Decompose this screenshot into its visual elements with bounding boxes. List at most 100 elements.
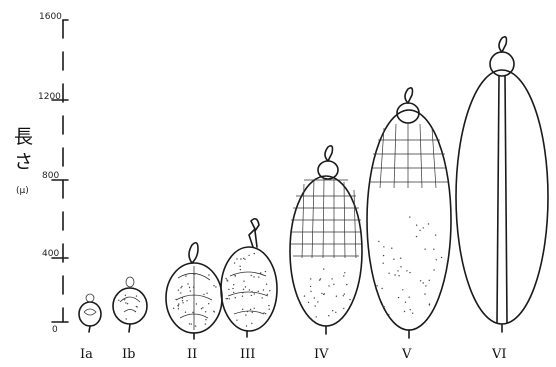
stipple-dot: [229, 298, 230, 299]
stipple-dot: [343, 308, 344, 309]
stipple-dot: [410, 309, 411, 310]
stipple-dot: [296, 296, 297, 297]
stipple-dot: [243, 258, 244, 259]
stipple-dot: [332, 310, 333, 311]
stipple-dot: [234, 275, 235, 276]
stipple-dot: [251, 275, 252, 276]
stipple-dot: [251, 295, 252, 296]
stipple-dot: [242, 296, 243, 297]
stipple-dot: [383, 255, 384, 256]
stipple-dot: [189, 323, 190, 324]
stipple-dot: [196, 303, 197, 304]
stipple-dot: [419, 230, 420, 231]
stipple-dot: [248, 255, 249, 256]
stipple-dot: [263, 289, 264, 290]
stipple-dot: [388, 273, 389, 274]
stipple-dot: [181, 286, 182, 287]
stipple-dot: [205, 323, 206, 324]
stipple-dot: [424, 249, 425, 250]
stipple-dot: [266, 284, 267, 285]
stipple-dot: [226, 279, 227, 280]
stipple-dot: [182, 300, 183, 301]
stage-label-IV: IV: [314, 347, 329, 362]
stipple-dot: [265, 271, 266, 272]
stipple-dot: [416, 236, 417, 237]
stipple-dot: [269, 309, 270, 310]
stipple-dot: [205, 311, 206, 312]
oocyte-stage-IV: [290, 146, 362, 334]
stipple-dot: [246, 325, 247, 326]
stipple-dot: [251, 323, 252, 324]
stipple-dot: [240, 269, 241, 270]
stipple-dot: [251, 291, 252, 292]
stipple-dot: [254, 308, 255, 309]
axis-title-line2: さ: [14, 151, 33, 173]
stipple-dot: [250, 309, 251, 310]
stipple-dot: [227, 298, 228, 299]
stipple-dot: [185, 312, 186, 313]
stipple-dot: [193, 286, 194, 287]
stipple-dot: [190, 290, 191, 291]
stipple-dot: [215, 286, 216, 287]
stipple-dot: [425, 285, 426, 286]
stipple-dot: [343, 295, 344, 296]
stipple-dot: [254, 253, 255, 254]
stipple-dot: [346, 284, 347, 285]
stipple-dot: [316, 316, 317, 317]
tick-label-1600: 1600: [39, 12, 62, 22]
stipple-dot: [328, 315, 329, 316]
stipple-dot: [263, 312, 264, 313]
oocyte-stage-III: [221, 219, 277, 337]
stipple-dot: [180, 287, 181, 288]
stipple-dot: [189, 287, 190, 288]
stipple-dot: [428, 223, 429, 224]
stipple-dot: [254, 293, 255, 294]
tick-label-0: 0: [52, 325, 58, 335]
stipple-dot: [388, 314, 389, 315]
stage-label-III: III: [240, 347, 255, 362]
stipple-dot: [247, 311, 248, 312]
stipple-dot: [321, 293, 322, 294]
stage-label-Ia: Ia: [80, 347, 93, 362]
stipple-dot: [233, 292, 234, 293]
stipple-dot: [244, 259, 245, 260]
stipple-dot: [180, 292, 181, 293]
stage-label-Ib: Ib: [122, 347, 135, 362]
axis-title-line1: 長: [14, 126, 33, 148]
stipple-dot: [185, 275, 186, 276]
stipple-dot: [378, 241, 379, 242]
stipple-dot: [240, 258, 241, 259]
stipple-dot: [349, 299, 350, 300]
stipple-dot: [236, 258, 237, 259]
stipple-dot: [398, 297, 399, 298]
stipple-dot: [178, 303, 179, 304]
stipple-dot: [125, 302, 126, 303]
stipple-dot: [235, 297, 236, 298]
stipple-dot: [436, 259, 437, 260]
stipple-dot: [393, 259, 394, 260]
stipple-dot: [315, 305, 316, 306]
stipple-dot: [314, 297, 315, 298]
stipple-dot: [336, 296, 337, 297]
stipple-dot: [242, 309, 243, 310]
stipple-dot: [267, 294, 268, 295]
yolk-cell-grid-IV: [290, 179, 362, 258]
stipple-dot: [435, 234, 436, 235]
stipple-dot: [203, 294, 204, 295]
stipple-dot: [383, 263, 384, 264]
stipple-dot: [175, 299, 176, 300]
stipple-dot: [400, 266, 401, 267]
stipple-dot: [182, 297, 183, 298]
stipple-dot: [423, 282, 424, 283]
stage-labels: Ia Ib II III IV V VI: [80, 347, 507, 362]
stipple-dot: [397, 270, 398, 271]
stipple-dot: [195, 325, 196, 326]
stipple-dot: [252, 312, 253, 313]
stipple-dot: [323, 294, 324, 295]
stage-label-II: II: [187, 347, 197, 362]
stipple-dot: [226, 298, 227, 299]
stipple-dot: [245, 286, 246, 287]
length-axis: 1600 1200 800 400 0 長 さ (μ): [14, 12, 68, 335]
stipple-dot: [344, 272, 345, 273]
stipple-dot: [331, 278, 332, 279]
